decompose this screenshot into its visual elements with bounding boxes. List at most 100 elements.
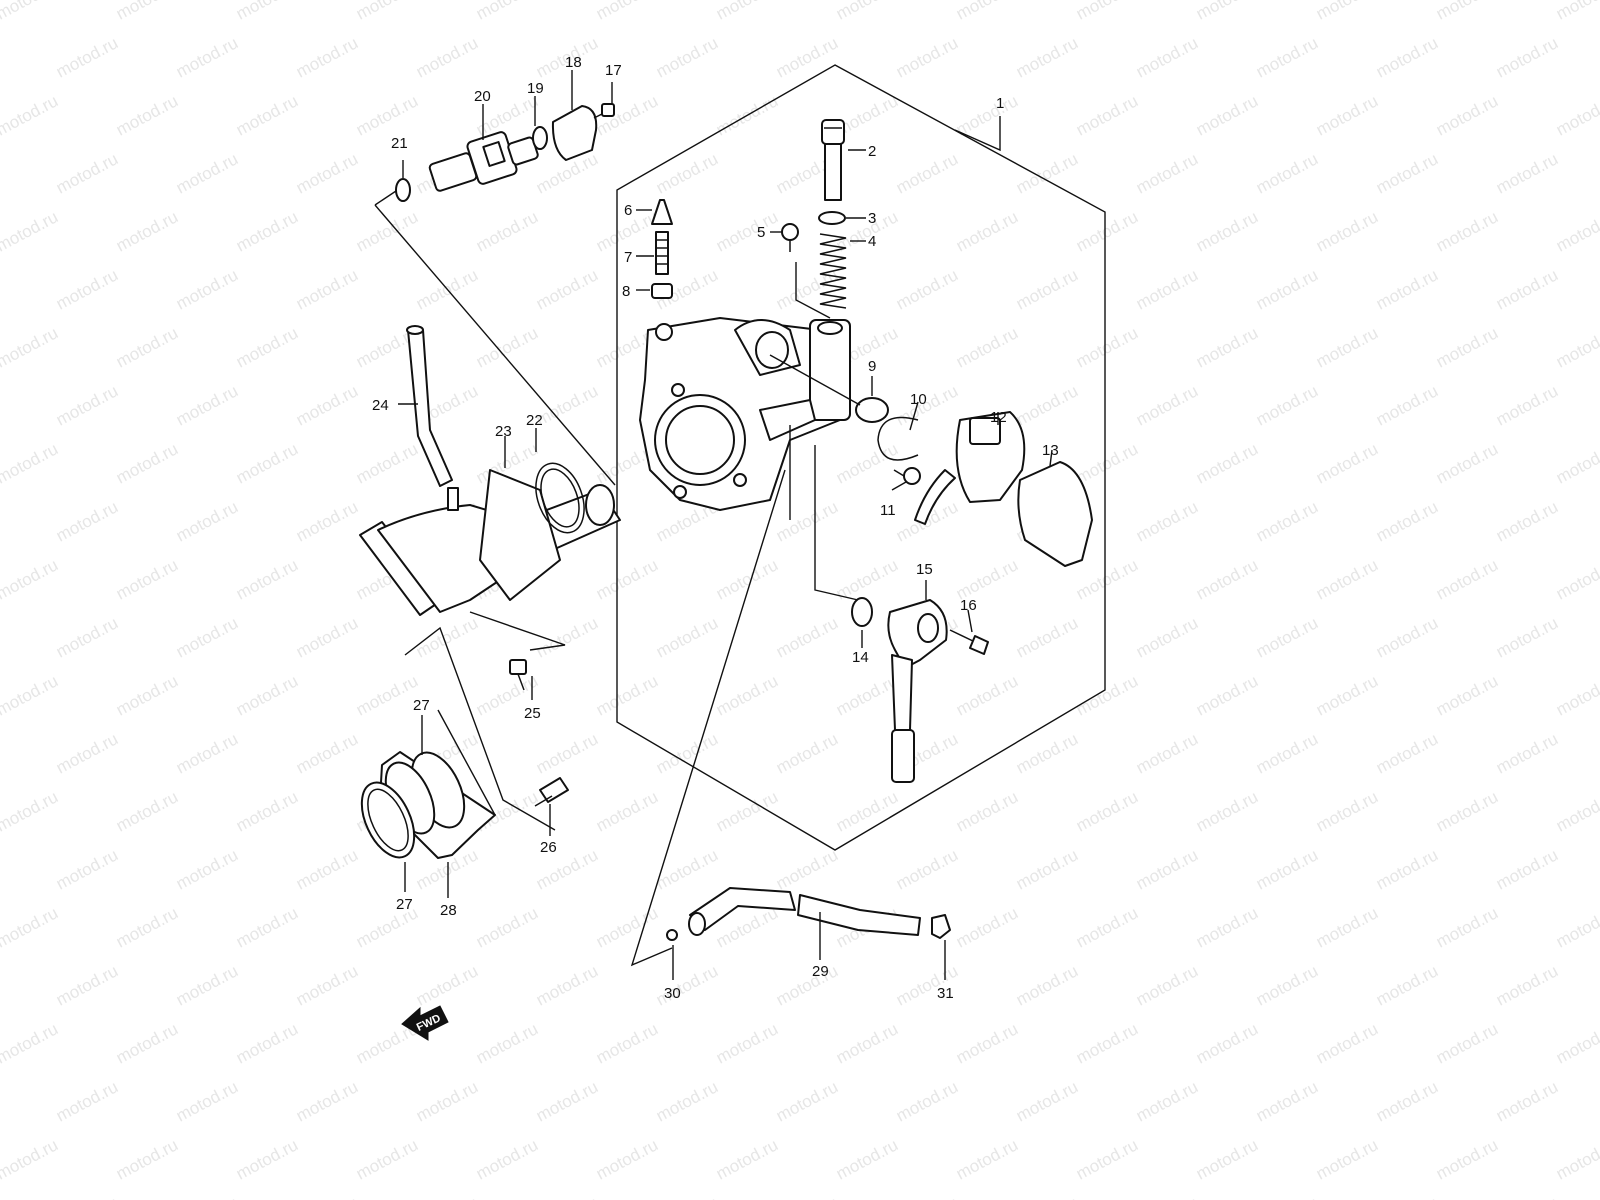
watermark-text: motod.ru: [593, 903, 661, 951]
callout-19: 19: [527, 80, 544, 97]
watermark-text: motod.ru: [1073, 903, 1141, 951]
watermark-text: motod.ru: [1373, 149, 1441, 197]
callout-18: 18: [565, 54, 582, 71]
callout-27-bottom: 27: [396, 896, 413, 913]
watermark-text: motod.ru: [1193, 1135, 1261, 1183]
clamp-22: [535, 428, 585, 534]
hose-leader: [630, 469, 786, 967]
watermark-text: motod.ru: [0, 787, 61, 835]
watermark-text: motod.ru: [1253, 1077, 1321, 1125]
watermark-text: motod.ru: [1553, 1135, 1600, 1183]
watermark-text: motod.ru: [833, 439, 901, 487]
watermark-text: motod.ru: [113, 207, 181, 255]
watermark-text: motod.ru: [0, 323, 61, 371]
watermark-text: motod.ru: [1193, 1019, 1261, 1067]
watermark-text: motod.ru: [1433, 207, 1501, 255]
callout-28: 28: [440, 902, 457, 919]
watermark-text: motod.ru: [1013, 1193, 1081, 1200]
watermark-text: motod.ru: [0, 207, 61, 255]
watermark-text: motod.ru: [1073, 207, 1141, 255]
watermark-text: motod.ru: [1253, 729, 1321, 777]
watermark-text: motod.ru: [233, 787, 301, 835]
watermark-text: motod.ru: [173, 613, 241, 661]
watermark-text: motod.ru: [1553, 671, 1600, 719]
watermark-text: motod.ru: [953, 787, 1021, 835]
watermark-text: motod.ru: [473, 1135, 541, 1183]
watermark-text: motod.ru: [593, 0, 661, 24]
watermark-text: motod.ru: [173, 961, 241, 1009]
watermark-text: motod.ru: [473, 207, 541, 255]
watermark-text: motod.ru: [293, 613, 361, 661]
cap-6: [651, 199, 673, 225]
watermark-text: motod.ru: [113, 671, 181, 719]
watermark-text: motod.ru: [353, 671, 421, 719]
watermark-text: motod.ru: [1433, 0, 1501, 24]
watermark-text: motod.ru: [1073, 555, 1141, 603]
watermark-text: motod.ru: [593, 555, 661, 603]
callout-1: 1: [996, 95, 1004, 112]
watermark-text: motod.ru: [953, 207, 1021, 255]
watermark-text: motod.ru: [113, 323, 181, 371]
watermark-text: motod.ru: [0, 91, 61, 139]
watermark-text: motod.ru: [233, 207, 301, 255]
watermark-text: motod.ru: [1553, 91, 1600, 139]
watermark-text: motod.ru: [0, 845, 1, 893]
watermark-text: motod.ru: [893, 265, 961, 313]
watermark-text: motod.ru: [1013, 613, 1081, 661]
watermark-text: motod.ru: [1313, 207, 1381, 255]
callout-17: 17: [605, 62, 622, 79]
watermark-text: motod.ru: [353, 0, 421, 24]
watermark-text: motod.ru: [893, 33, 961, 81]
watermark-text: motod.ru: [0, 729, 1, 777]
callout-13: 13: [1042, 442, 1059, 459]
watermark-text: motod.ru: [53, 1193, 121, 1200]
watermark-text: motod.ru: [1553, 787, 1600, 835]
watermark-text: motod.ru: [473, 1019, 541, 1067]
watermark-text: motod.ru: [1193, 439, 1261, 487]
watermark-text: motod.ru: [1133, 1077, 1201, 1125]
watermark-text: motod.ru: [1373, 845, 1441, 893]
watermark-text: motod.ru: [1493, 1077, 1561, 1125]
watermark-text: motod.ru: [1553, 323, 1600, 371]
watermark-text: motod.ru: [1133, 381, 1201, 429]
watermark-text: motod.ru: [0, 381, 1, 429]
watermark-text: motod.ru: [1313, 787, 1381, 835]
watermark-text: motod.ru: [1553, 207, 1600, 255]
watermark-text: motod.ru: [113, 1135, 181, 1183]
hose-29: [688, 887, 921, 960]
watermark-text: motod.ru: [1553, 1019, 1600, 1067]
watermark-text: motod.ru: [0, 671, 61, 719]
watermark-text: motod.ru: [0, 1193, 1, 1200]
watermark-text: motod.ru: [1313, 439, 1381, 487]
watermark-text: motod.ru: [1373, 1077, 1441, 1125]
watermark-text: motod.ru: [533, 265, 601, 313]
watermark-text: motod.ru: [1553, 0, 1600, 24]
watermark-text: motod.ru: [413, 613, 481, 661]
screw-17: [593, 103, 615, 119]
watermark-text: motod.ru: [173, 149, 241, 197]
watermark-text: motod.ru: [0, 1135, 61, 1183]
watermark-text: motod.ru: [173, 1193, 241, 1200]
watermark-text: motod.ru: [53, 1077, 121, 1125]
watermark-text: motod.ru: [833, 671, 901, 719]
bolt-26: [534, 777, 569, 836]
watermark-text: motod.ru: [893, 381, 961, 429]
watermark-text: motod.ru: [593, 787, 661, 835]
watermark-text: motod.ru: [353, 1135, 421, 1183]
watermark-text: motod.ru: [53, 33, 121, 81]
leader-25-group: [469, 611, 566, 651]
watermark-text: motod.ru: [1133, 33, 1201, 81]
callout-14: 14: [852, 649, 869, 666]
watermark-text: motod.ru: [833, 787, 901, 835]
watermark-text: motod.ru: [173, 845, 241, 893]
watermark-text: motod.ru: [53, 613, 121, 661]
watermark-text: motod.ru: [1553, 555, 1600, 603]
watermark-text: motod.ru: [413, 1077, 481, 1125]
watermark-text: motod.ru: [1493, 729, 1561, 777]
watermark-text: motod.ru: [173, 497, 241, 545]
watermark-text: motod.ru: [293, 497, 361, 545]
callout-23: 23: [495, 423, 512, 440]
watermark-text: motod.ru: [1013, 1077, 1081, 1125]
callout-labels: 1 2 3 4 5 6 7 8 9 10 11 12 13 14 15 16 1…: [372, 54, 1059, 1002]
watermark-text: motod.ru: [0, 555, 61, 603]
